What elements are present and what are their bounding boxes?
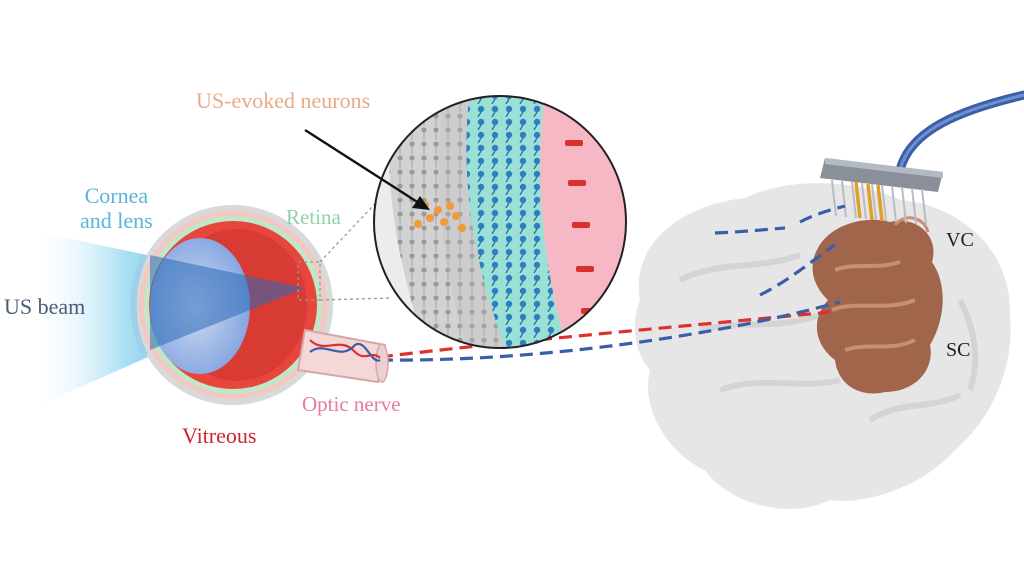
electrode-array-icon <box>820 90 1024 226</box>
eye-icon <box>130 205 389 405</box>
label-us-evoked-neurons: US-evoked neurons <box>196 88 371 113</box>
zoom-guides <box>297 189 393 301</box>
pointer-arrow <box>304 128 430 210</box>
signal-paths <box>379 204 846 362</box>
label-vc: VC <box>946 229 974 251</box>
retina-zoom-icon <box>373 95 627 349</box>
brain-region <box>812 216 943 394</box>
label-vitreous: Vitreous <box>182 423 257 448</box>
label-optic-nerve: Optic nerve <box>302 392 401 416</box>
label-sc: SC <box>946 339 971 361</box>
label-us-beam: US beam <box>4 294 86 319</box>
label-retina: Retina <box>286 205 341 229</box>
label-cornea-and-lens: Cornea and lens <box>80 183 153 234</box>
